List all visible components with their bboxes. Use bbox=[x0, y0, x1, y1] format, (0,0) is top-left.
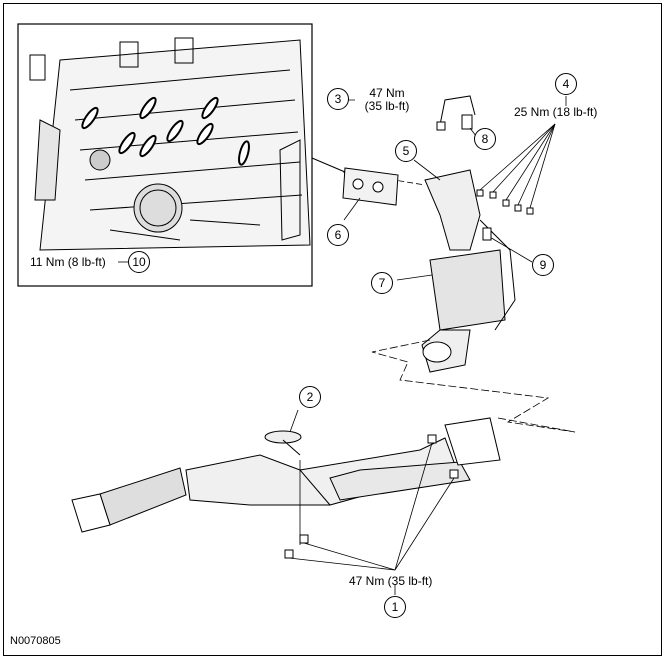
figure-id: N0070805 bbox=[10, 635, 61, 647]
oxygen-sensor bbox=[436, 95, 476, 131]
torque-3-nm: 47 Nm bbox=[369, 86, 405, 100]
callout-3: 3 bbox=[327, 88, 349, 110]
callout-7: 7 bbox=[371, 272, 393, 294]
torque-4: 25 Nm (18 lb-ft) bbox=[514, 105, 598, 119]
engine-block-drawing bbox=[29, 37, 311, 251]
callout-5: 5 bbox=[395, 140, 417, 162]
torque-10: 11 Nm (8 lb-ft) bbox=[30, 255, 106, 269]
torque-1: 47 Nm (35 lb-ft) bbox=[349, 574, 433, 588]
callout-8: 8 bbox=[474, 128, 496, 150]
manifold-nuts bbox=[476, 189, 534, 215]
callout-1: 1 bbox=[384, 596, 406, 618]
manifold-gasket bbox=[342, 167, 399, 206]
manifold-catalytic-converter bbox=[421, 169, 516, 373]
y-pipe bbox=[71, 417, 501, 533]
callout-10: 10 bbox=[128, 251, 150, 273]
torque-3-lbft: (35 lb-ft) bbox=[364, 99, 410, 113]
pipe-gasket bbox=[264, 430, 302, 456]
figure-frame bbox=[3, 3, 662, 656]
callout-9: 9 bbox=[532, 254, 554, 276]
manifold-studs bbox=[81, 96, 250, 166]
callout-6: 6 bbox=[327, 224, 349, 246]
inset-leader bbox=[311, 157, 346, 173]
callout-4: 4 bbox=[555, 73, 577, 95]
callout-2: 2 bbox=[299, 386, 321, 408]
